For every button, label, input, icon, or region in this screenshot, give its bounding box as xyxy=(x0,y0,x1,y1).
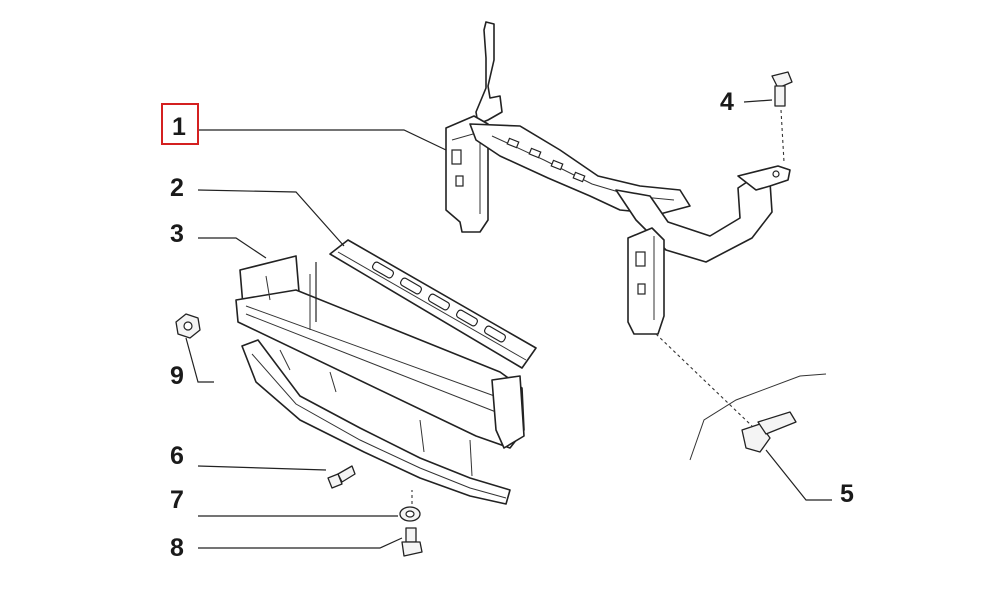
leader-line-8 xyxy=(198,537,403,549)
callout-2: 2 xyxy=(170,174,184,202)
callout-labels: 1 2 3 4 5 6 7 8 9 xyxy=(161,88,854,562)
nut-part-9 xyxy=(175,313,201,339)
leader-line-4 xyxy=(743,99,773,103)
callout-7: 7 xyxy=(170,486,184,514)
leader-line-3 xyxy=(198,237,267,259)
callout-8: 8 xyxy=(170,534,184,562)
callout-1: 1 xyxy=(172,113,186,141)
front-frame-part-1 xyxy=(445,21,791,335)
bolt-part-4 xyxy=(771,71,793,163)
callout-9: 9 xyxy=(170,362,184,390)
leader-line-5 xyxy=(765,449,832,501)
lower-absorber xyxy=(241,339,511,505)
leader-line-9 xyxy=(185,337,214,383)
bolt-part-5 xyxy=(655,333,827,461)
washer-part-7 xyxy=(399,506,421,522)
callout-3: 3 xyxy=(170,220,184,248)
reinforcement-plate-part-2 xyxy=(329,239,537,369)
bolt-part-8 xyxy=(401,490,423,557)
leader-line-1 xyxy=(198,129,447,151)
callout-5: 5 xyxy=(840,480,854,508)
callout-4: 4 xyxy=(720,88,734,116)
leader-line-2 xyxy=(197,189,345,247)
screw-part-6 xyxy=(327,465,356,489)
leader-line-6 xyxy=(197,465,327,471)
bumper-beam-part-3 xyxy=(235,255,525,449)
leader-lines xyxy=(185,99,832,549)
callout-6: 6 xyxy=(170,442,184,470)
callout-1-highlight-box xyxy=(161,103,199,145)
